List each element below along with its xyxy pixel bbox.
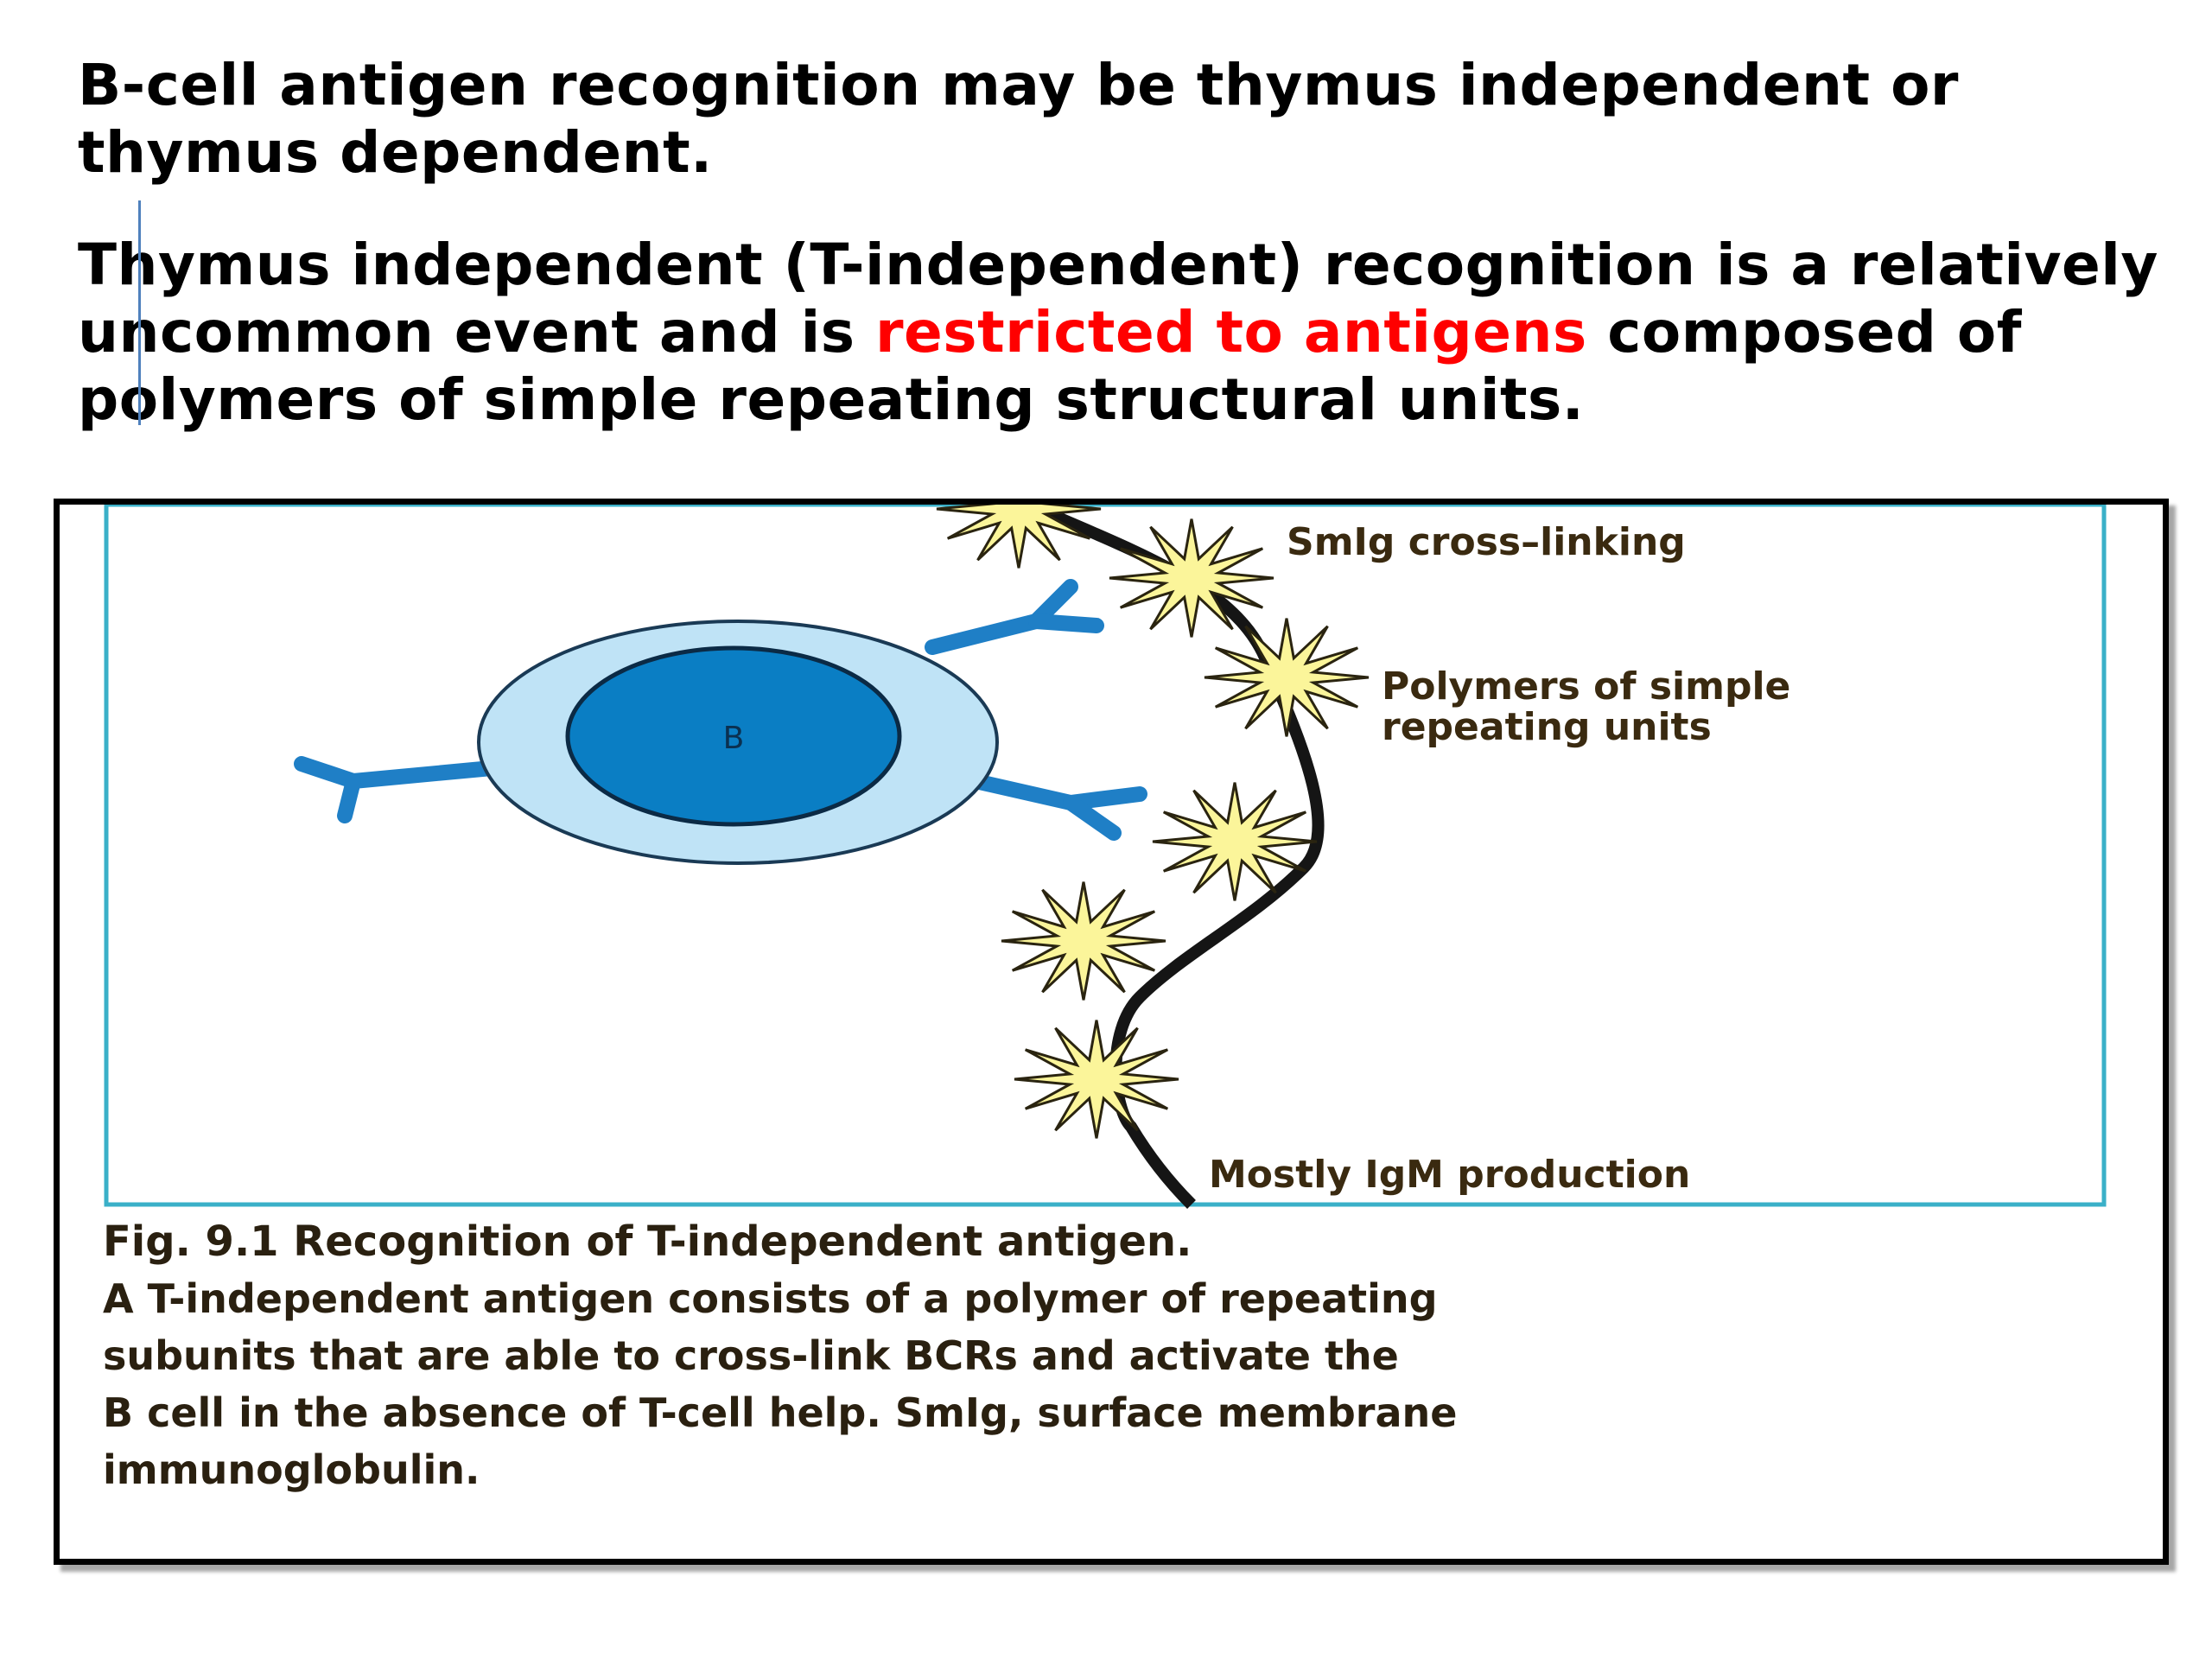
antigen-epitope-star	[1109, 518, 1274, 638]
receptor-bottom-right	[968, 773, 1147, 841]
figure-box[interactable]: B SmIg cross–linking Polymers of simple …	[54, 499, 2169, 1565]
antigen-epitope-star	[1152, 782, 1318, 901]
label-crosslinking: SmIg cross–linking	[1287, 520, 1686, 564]
figure-caption: Fig. 9.1 Recognition of T-independent an…	[103, 1213, 2090, 1498]
antigen-epitope-star	[1014, 1020, 1179, 1139]
caption-line: subunits that are able to cross-link BCR…	[103, 1332, 1399, 1379]
label-polymers-1: Polymers of simple	[1382, 664, 1790, 709]
para2-text-end: composed of polymers of simple repeating…	[78, 299, 2022, 433]
caption-line: A T-independent antigen consists of a po…	[103, 1275, 1438, 1322]
para2-highlight: restricted to antigens	[874, 299, 1587, 365]
antigen-epitope-star	[936, 505, 1102, 569]
antigen-epitope-star	[1204, 618, 1370, 737]
caption-line: B cell in the absence of T-cell help. Sm…	[103, 1389, 1458, 1436]
caption-line: immunoglobulin.	[103, 1446, 480, 1493]
antigen-epitope-star	[1001, 881, 1166, 1001]
receptor-left	[294, 756, 499, 823]
para1-emphasis: thymus independent or thymus dependent.	[78, 52, 1959, 186]
receptor-top-right	[925, 579, 1104, 655]
antigen-group	[936, 505, 1370, 1139]
slide-paragraph-1: B-cell antigen recognition may be thymus…	[78, 52, 2186, 187]
figure-frame	[104, 505, 2107, 1207]
para2-text-start: Thymus independent (T-independent) recog…	[78, 232, 2158, 365]
label-polymers-2: repeating units	[1382, 705, 1712, 749]
b-cell-diagram: B SmIg cross–linking Polymers of simple …	[104, 505, 2107, 1209]
caption-title: Fig. 9.1 Recognition of T-independent an…	[103, 1217, 1192, 1266]
label-igm: Mostly IgM production	[1209, 1153, 1690, 1197]
text-cursor	[138, 200, 141, 425]
para1-text: B-cell antigen recognition may be	[78, 52, 1197, 118]
slide-paragraph-2: Thymus independent (T-independent) recog…	[78, 232, 2186, 434]
b-cell-nucleus	[565, 645, 902, 827]
b-cell-label: B	[723, 721, 745, 756]
